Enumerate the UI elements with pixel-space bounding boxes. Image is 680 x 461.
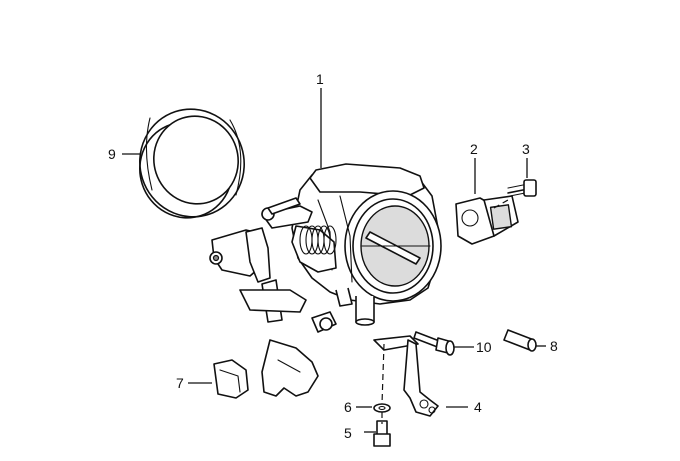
cable-clip bbox=[213, 359, 249, 399]
leader-lines bbox=[122, 88, 546, 433]
callout-1: 1 bbox=[316, 71, 324, 87]
flange-bolt bbox=[413, 331, 455, 356]
callout-7: 7 bbox=[176, 375, 184, 391]
callout-10: 10 bbox=[476, 339, 492, 355]
callout-3: 3 bbox=[522, 141, 530, 157]
washer bbox=[373, 403, 391, 413]
callout-8: 8 bbox=[550, 338, 558, 354]
throttle-body bbox=[209, 163, 442, 397]
callout-4: 4 bbox=[474, 399, 482, 415]
sensor-screw bbox=[507, 179, 537, 197]
callout-2: 2 bbox=[470, 141, 478, 157]
pin bbox=[503, 329, 537, 352]
callout-6: 6 bbox=[344, 399, 352, 415]
sealing-ring bbox=[139, 108, 245, 219]
throttle-position-sensor bbox=[455, 195, 519, 245]
callout-5: 5 bbox=[344, 425, 352, 441]
return-spring bbox=[299, 225, 337, 255]
callout-9: 9 bbox=[108, 146, 116, 162]
hex-bolt bbox=[373, 420, 391, 447]
mounting-bracket bbox=[373, 335, 439, 417]
